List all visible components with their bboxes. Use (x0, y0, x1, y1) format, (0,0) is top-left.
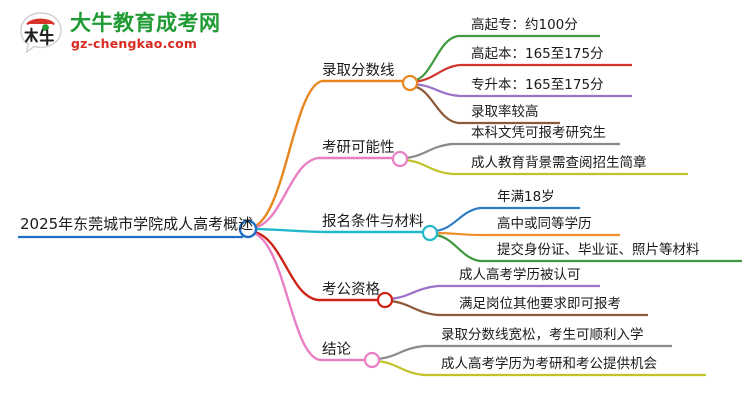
leaf-label-gaoqiben[interactable]: 高起本：165至175分 (471, 46, 604, 62)
leaf-label-chengren-jiaoyu-beijing[interactable]: 成人教育背景需查阅招生简章 (471, 155, 647, 171)
connector-b2-c2 (403, 158, 468, 176)
logo-brand-name: 大牛教育成考网 (70, 11, 221, 35)
leaf-label-tigong-jihui[interactable]: 成人高考学历为考研和考公提供机会 (441, 356, 657, 372)
node-circle-branch-4[interactable] (376, 291, 394, 309)
leaf-label-gaozhong-xueli[interactable]: 高中或同等学历 (497, 216, 592, 232)
branch-label-jielun[interactable]: 结论 (322, 342, 351, 358)
connector-b5-c2 (375, 359, 438, 377)
branch-label-kaoyan-kenengxing[interactable]: 考研可能性 (322, 140, 395, 156)
branch-label-luqu-fenshuxian[interactable]: 录取分数线 (322, 63, 395, 79)
branch-label-baoming-tiaojian[interactable]: 报名条件与材料 (322, 214, 424, 230)
leaf-label-xueli-renke[interactable]: 成人高考学历被认可 (459, 267, 581, 283)
connector-b4-c1 (388, 284, 456, 301)
connector-b1-c4 (411, 84, 468, 125)
leaf-label-nianman-18sui[interactable]: 年满18岁 (497, 189, 555, 205)
branch-label-kaogong-zige[interactable]: 考公资格 (322, 282, 380, 298)
leaf-label-zhuanshengben[interactable]: 专升本：165至175分 (471, 77, 604, 93)
connector-b5-c1 (375, 344, 438, 361)
leaf-label-benke-wenping[interactable]: 本科文凭可报考研究生 (471, 125, 606, 141)
connector-b3-c3 (433, 233, 494, 263)
connector-b3-c2 (433, 231, 494, 237)
leaf-label-manzu-gangwei[interactable]: 满足岗位其他要求即可报考 (459, 296, 621, 312)
connector-b1-c2 (411, 63, 468, 84)
logo-brand-url: gz-chengkao.com (71, 36, 198, 51)
connector-b4-c2 (388, 299, 456, 317)
connector-b1-c1 (411, 34, 468, 83)
site-logo[interactable]: 大牛教育成考网 gz-chengkao.com (18, 8, 238, 60)
node-circle-branch-3[interactable] (421, 224, 439, 242)
connector-b2-c1 (403, 142, 468, 160)
daniu-logo-icon (20, 12, 62, 54)
node-circle-branch-5[interactable] (363, 351, 381, 369)
node-circle-branch-2[interactable] (391, 150, 409, 168)
leaf-label-gaoqizhuan[interactable]: 高起专：约100分 (471, 17, 578, 33)
connector-b1-c3 (411, 82, 468, 98)
leaf-label-fenshuxian-kuansong[interactable]: 录取分数线宽松，考生可顺利入学 (441, 327, 644, 343)
leaf-label-tijiao-cailiao[interactable]: 提交身份证、毕业证、照片等材料 (497, 242, 700, 258)
leaf-label-luqulv-jiaogao[interactable]: 录取率较高 (471, 104, 539, 120)
root-node-label[interactable]: 2025年东莞城市学院成人高考概述 (20, 215, 254, 233)
connector-b3-c1 (433, 206, 494, 233)
node-circle-branch-1[interactable] (401, 74, 419, 92)
